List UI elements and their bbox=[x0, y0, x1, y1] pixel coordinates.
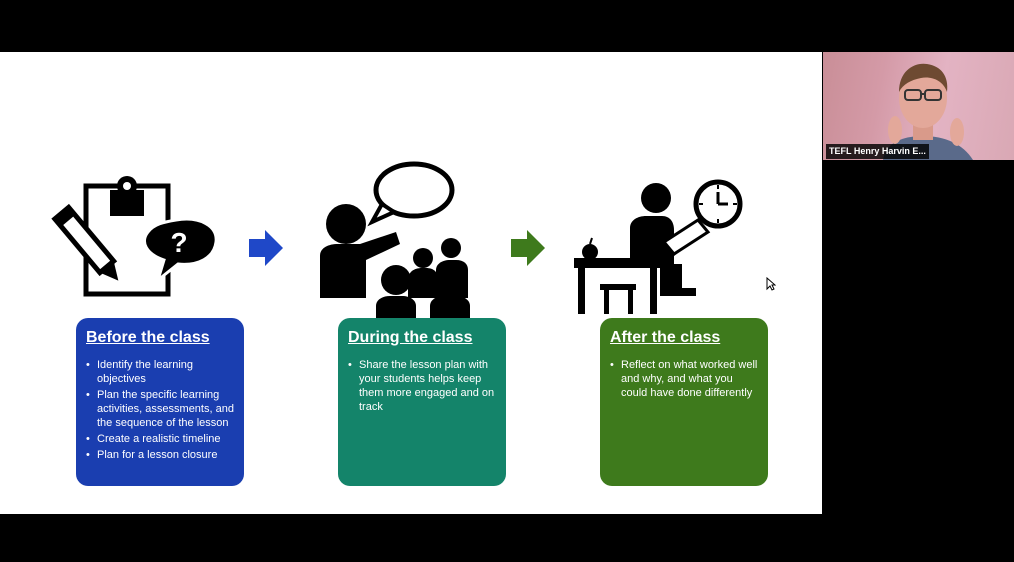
list-item: Share the lesson plan with your students… bbox=[348, 358, 497, 414]
teacher-students-icon bbox=[316, 160, 476, 325]
card-bullet-list: Share the lesson plan with your students… bbox=[348, 358, 497, 414]
card-title: After the class bbox=[610, 329, 721, 346]
list-item: Identify the learning objectives bbox=[86, 358, 235, 386]
desk-clock-icon bbox=[570, 176, 746, 321]
card-during-class: During the class Share the lesson plan w… bbox=[338, 318, 506, 486]
question-mark: ? bbox=[170, 227, 187, 258]
card-bullet-list: Identify the learning objectives Plan th… bbox=[86, 358, 235, 462]
card-title: Before the class bbox=[86, 329, 210, 346]
card-after-class: After the class Reflect on what worked w… bbox=[600, 318, 768, 486]
list-item: Reflect on what worked well and why, and… bbox=[610, 358, 759, 400]
card-before-class: Before the class Identify the learning o… bbox=[76, 318, 244, 486]
list-item: Create a realistic timeline bbox=[86, 432, 235, 446]
arrow-right-icon bbox=[511, 230, 545, 271]
mouse-pointer-icon bbox=[766, 276, 777, 296]
arrow-right-icon bbox=[249, 230, 283, 271]
clipboard-question-icon: ? bbox=[48, 176, 220, 321]
list-item: Plan the specific learning activities, a… bbox=[86, 388, 235, 430]
list-item: Plan for a lesson closure bbox=[86, 448, 235, 462]
presentation-slide: ? bbox=[0, 52, 822, 514]
participant-name-label: TEFL Henry Harvin E... bbox=[826, 144, 929, 159]
card-title: During the class bbox=[348, 329, 473, 346]
card-bullet-list: Reflect on what worked well and why, and… bbox=[610, 358, 759, 400]
